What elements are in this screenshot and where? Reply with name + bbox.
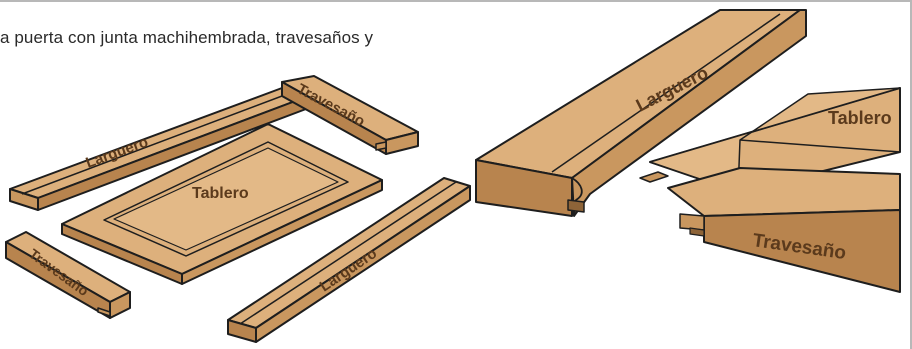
bottom-rail-tongue <box>97 307 111 317</box>
top-rail-tongue <box>375 141 387 151</box>
top-rail-piece <box>281 75 419 155</box>
detail-panel-tongue <box>639 171 669 183</box>
right-stile-piece <box>227 177 471 343</box>
right-stile-groove <box>239 181 457 325</box>
label-detail-panel: Tablero <box>828 108 892 128</box>
detail-rail-groove <box>689 227 705 237</box>
caption-text: a puerta con junta machihembrada, traves… <box>0 28 374 47</box>
label-panel: Tablero <box>192 185 249 202</box>
panel-edge-side <box>181 179 383 285</box>
top-rail-front <box>281 81 387 155</box>
detail-stile-edge-line <box>551 13 781 173</box>
panel-piece <box>61 123 383 285</box>
left-stile-groove <box>21 92 291 195</box>
detail-panel-edge <box>739 139 901 153</box>
panel-raised-field <box>113 147 339 251</box>
right-stile-front <box>227 319 257 343</box>
detail-stile-piece <box>475 9 807 217</box>
bottom-rail-piece <box>5 231 131 319</box>
detail-stile-profile <box>571 177 583 217</box>
detail-rail-tongue <box>679 213 705 231</box>
detail-stile-front <box>475 159 573 217</box>
detail-rail-piece <box>667 167 901 293</box>
detail-stile-groove <box>567 199 585 213</box>
detail-rail-top <box>667 167 901 217</box>
